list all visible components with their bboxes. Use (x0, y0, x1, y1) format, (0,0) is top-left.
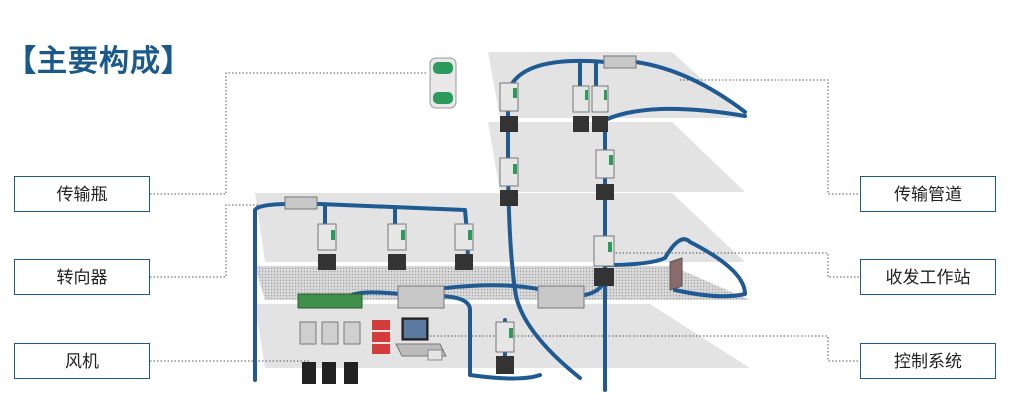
station-right-icon (593, 235, 615, 286)
blower-1-icon (299, 321, 317, 384)
pipe-top-right (634, 60, 747, 114)
station-middle-1-icon (317, 223, 337, 270)
station-lower-icon (495, 321, 515, 374)
label-control[interactable]: 控制系统 (860, 343, 996, 379)
station-top-3-icon (591, 85, 609, 132)
wall-unit-icon[interactable] (669, 257, 683, 291)
station-middle-2-icon (387, 223, 407, 270)
control-computer-icon[interactable] (395, 317, 447, 361)
diverter-lower-left-icon (397, 285, 445, 309)
label-blower[interactable]: 风机 (14, 343, 150, 379)
diverter-icons[interactable] (284, 55, 638, 309)
floor-top (488, 52, 745, 118)
pipe-top-return (603, 106, 747, 142)
pipe-lower-main (438, 294, 542, 381)
blower-2-icon (321, 321, 339, 384)
station-top-1-icon (499, 82, 519, 132)
station-middle-3-icon (454, 223, 474, 270)
floor-upper (488, 122, 745, 192)
leader-pipeline (680, 79, 860, 195)
leader-lines (150, 72, 860, 362)
page-title: 【主要构成】 (6, 44, 192, 79)
label-pipeline[interactable]: 传输管道 (860, 176, 996, 212)
blower-3-icon (343, 321, 361, 384)
pipe-top-loop (506, 58, 607, 380)
diverter-top-icon (602, 55, 638, 69)
leader-diverter (150, 204, 290, 278)
floor-middle (255, 193, 745, 262)
label-diverter[interactable]: 转向器 (14, 259, 150, 295)
station-upper-2-icon (595, 149, 615, 200)
pipe-station-loop (603, 237, 747, 299)
manifold-icon (297, 293, 363, 309)
leader-station (612, 252, 860, 278)
station-icons[interactable] (317, 82, 615, 374)
blower-assembly[interactable] (297, 293, 363, 384)
fire-box-icon[interactable] (372, 320, 390, 354)
leader-control (430, 335, 860, 362)
label-bottle[interactable]: 传输瓶 (14, 176, 150, 212)
diverter-lower-right-icon (537, 285, 585, 309)
transfer-bottle-icon[interactable] (429, 57, 457, 109)
diverter-middle-icon (284, 196, 318, 210)
leader-bottle (150, 72, 428, 195)
station-top-2-icon (572, 85, 590, 132)
station-upper-1-icon (499, 157, 519, 206)
label-station[interactable]: 收发工作站 (860, 259, 996, 295)
